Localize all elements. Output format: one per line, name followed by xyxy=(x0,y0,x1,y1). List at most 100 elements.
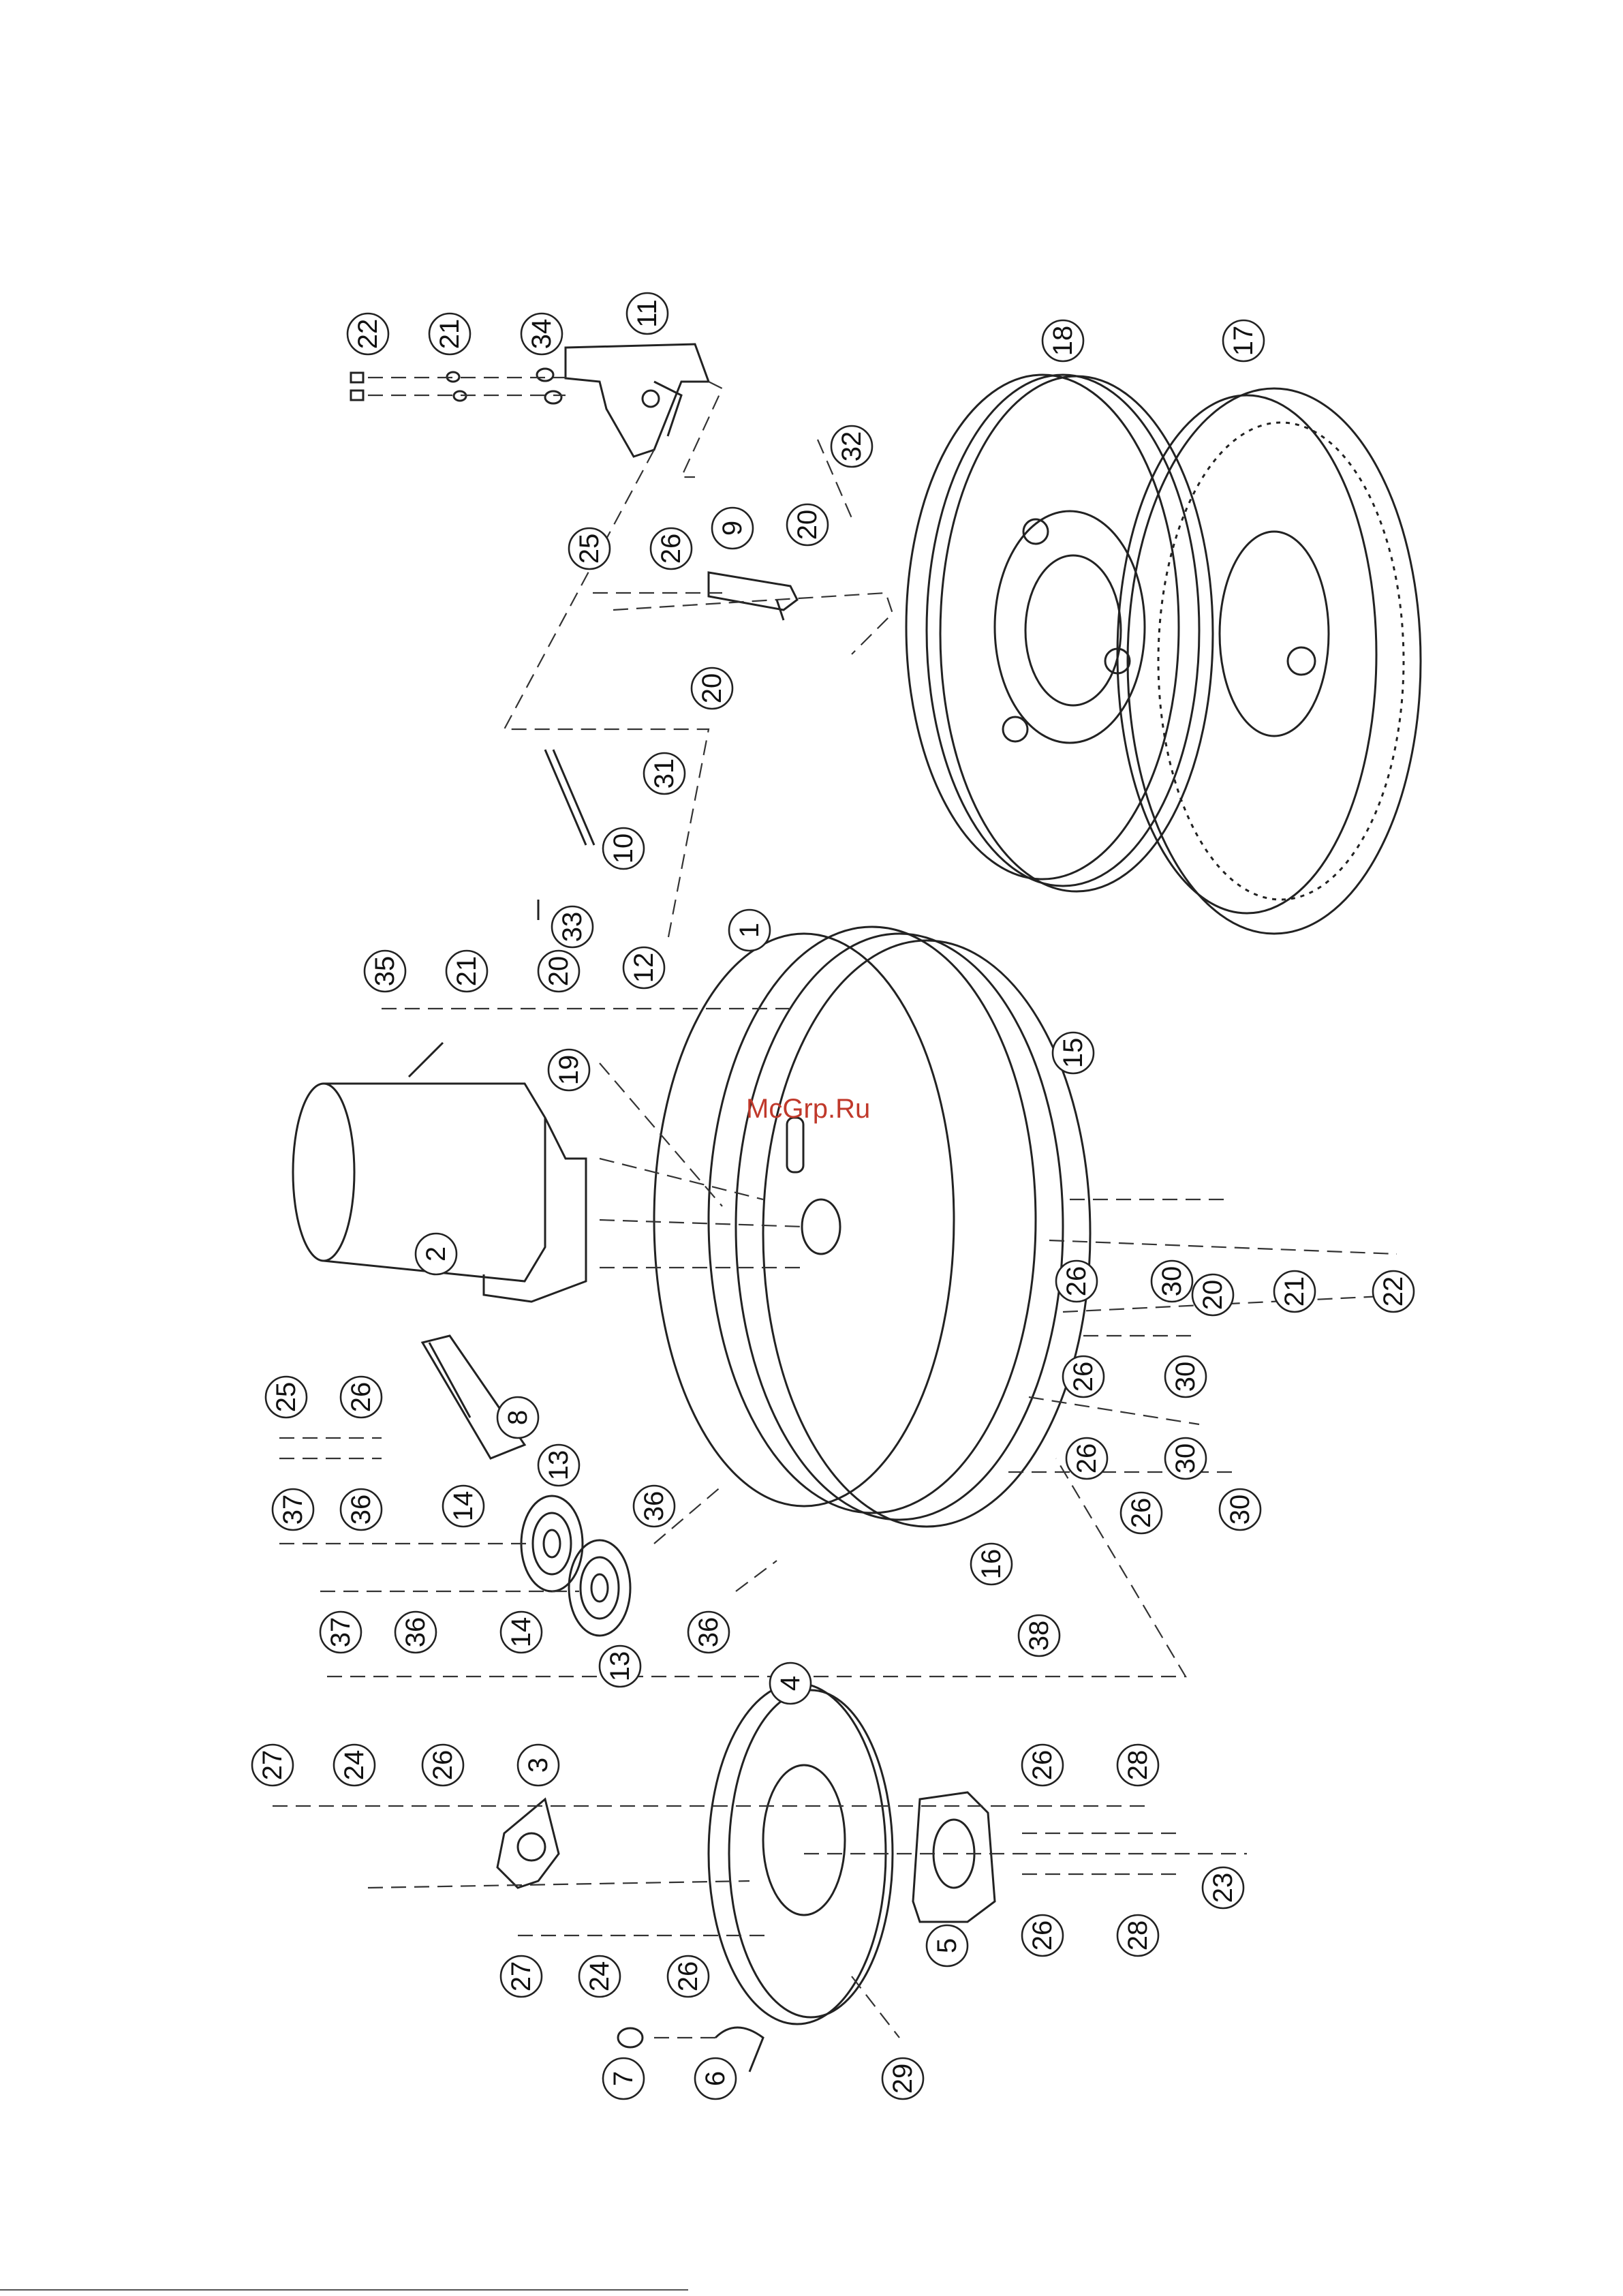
callout-16: 16 xyxy=(971,1544,1012,1585)
part-10-spring xyxy=(538,750,594,920)
callout-label: 8 xyxy=(503,1410,533,1425)
callout-label: 36 xyxy=(694,1617,724,1648)
callout-label: 21 xyxy=(1280,1276,1310,1307)
callout-35: 35 xyxy=(365,951,405,992)
callout-27: 27 xyxy=(252,1745,293,1786)
callout-label: 6 xyxy=(700,2071,730,2086)
callout-label: 14 xyxy=(448,1491,478,1522)
callout-label: 25 xyxy=(271,1382,301,1413)
callout-28b: 28 xyxy=(1117,1915,1158,1956)
callout-label: 24 xyxy=(585,1961,615,1992)
callout-26c: 26 xyxy=(1063,1356,1104,1397)
assembly-lines xyxy=(273,378,1410,2038)
callout-label: 24 xyxy=(339,1750,369,1781)
callout-label: 29 xyxy=(888,2064,918,2094)
callout-label: 1 xyxy=(735,923,764,938)
callout-38: 38 xyxy=(1019,1615,1060,1656)
callout-label: 17 xyxy=(1228,326,1258,356)
callout-label: 20 xyxy=(697,673,727,704)
callout-label: 38 xyxy=(1024,1621,1054,1651)
callout-label: 22 xyxy=(353,319,383,350)
callout-11: 11 xyxy=(627,293,668,334)
callout-1: 1 xyxy=(729,910,770,951)
callout-label: 27 xyxy=(258,1750,288,1781)
callout-26h: 26 xyxy=(1022,1745,1063,1786)
callout-3: 3 xyxy=(518,1745,559,1786)
callout-label: 26 xyxy=(1027,1750,1057,1781)
callout-30: 30 xyxy=(1151,1261,1192,1302)
callout-label: 26 xyxy=(346,1382,376,1413)
callout-15: 15 xyxy=(1053,1032,1094,1073)
callout-label: 26 xyxy=(1062,1266,1092,1297)
callout-label: 4 xyxy=(775,1676,805,1691)
callout-22b: 22 xyxy=(1373,1271,1414,1312)
callout-label: 13 xyxy=(544,1450,574,1481)
callout-13: 13 xyxy=(538,1445,579,1486)
part-5-flange xyxy=(913,1792,995,1922)
callout-29: 29 xyxy=(882,2058,923,2099)
callout-26f: 26 xyxy=(1121,1493,1162,1533)
callout-label: 37 xyxy=(326,1617,356,1648)
callout-label: 9 xyxy=(717,521,747,536)
callout-label: 16 xyxy=(976,1549,1006,1580)
callout-37: 37 xyxy=(273,1489,313,1530)
callout-label: 18 xyxy=(1048,326,1078,356)
callout-label: 26 xyxy=(656,534,686,564)
callout-label: 26 xyxy=(1068,1362,1098,1392)
fasteners-top-left xyxy=(351,369,561,403)
callout-30c: 30 xyxy=(1165,1438,1206,1479)
callout-label: 25 xyxy=(574,534,604,564)
callout-label: 22 xyxy=(1378,1276,1408,1307)
callout-10: 10 xyxy=(603,828,644,869)
callout-37b: 37 xyxy=(320,1612,361,1653)
callout-label: 32 xyxy=(837,431,867,462)
callout-28: 28 xyxy=(1117,1745,1158,1786)
callout-32: 32 xyxy=(831,426,872,467)
callout-14: 14 xyxy=(443,1486,484,1527)
callout-label: 26 xyxy=(673,1961,703,1992)
callout-26i: 26 xyxy=(668,1956,709,1997)
callout-26g: 26 xyxy=(422,1745,463,1786)
callout-33: 33 xyxy=(552,906,593,947)
callout-24: 24 xyxy=(334,1745,375,1786)
part-8-bracket xyxy=(422,1336,525,1458)
callout-36c: 36 xyxy=(395,1612,436,1653)
callout-label: 30 xyxy=(1171,1443,1201,1474)
callout-7: 7 xyxy=(603,2058,644,2099)
callout-26d: 26 xyxy=(341,1377,382,1418)
callout-label: 35 xyxy=(370,956,400,987)
callout-2: 2 xyxy=(416,1234,457,1274)
callout-23: 23 xyxy=(1203,1867,1243,1908)
callout-label: 28 xyxy=(1123,1920,1153,1951)
callout-label: 30 xyxy=(1225,1495,1255,1525)
callout-label: 11 xyxy=(632,299,662,328)
part-11-bracket xyxy=(566,344,709,457)
callout-label: 30 xyxy=(1157,1266,1187,1297)
callout-8: 8 xyxy=(497,1397,538,1438)
part-9-plate xyxy=(709,572,797,620)
callout-20d: 20 xyxy=(1192,1274,1233,1315)
callout-label: 31 xyxy=(649,759,679,789)
callout-label: 2 xyxy=(421,1246,451,1261)
callout-label: 34 xyxy=(527,319,557,350)
part-13-wheels xyxy=(521,1496,630,1636)
part-7-knob xyxy=(618,2028,643,2047)
callout-9: 9 xyxy=(712,508,753,549)
callout-30b: 30 xyxy=(1165,1356,1206,1397)
callout-36b: 36 xyxy=(634,1486,675,1527)
callout-label: 20 xyxy=(1198,1280,1228,1311)
callout-label: 26 xyxy=(1027,1920,1057,1951)
callout-label: 21 xyxy=(435,319,465,350)
callout-21b: 21 xyxy=(446,951,487,992)
callout-25b: 25 xyxy=(266,1377,307,1418)
callout-label: 10 xyxy=(608,833,638,864)
callout-26: 26 xyxy=(651,528,692,569)
callout-30d: 30 xyxy=(1220,1489,1261,1530)
callout-5: 5 xyxy=(927,1925,968,1966)
callout-20b: 20 xyxy=(692,668,732,709)
callout-36d: 36 xyxy=(688,1612,729,1653)
part-17-brush xyxy=(1117,388,1421,934)
callout-label: 36 xyxy=(346,1495,376,1525)
callout-label: 26 xyxy=(1072,1443,1102,1474)
